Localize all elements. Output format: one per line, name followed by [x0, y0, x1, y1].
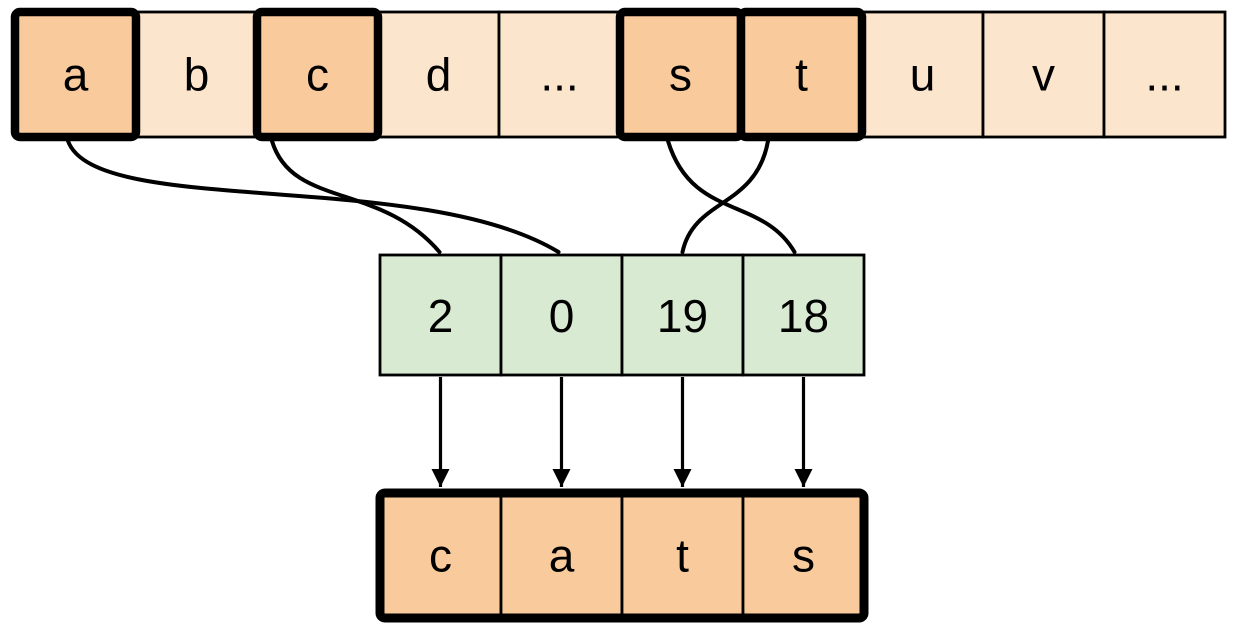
curve-t-to-19 [680, 139, 770, 254]
alphabet-cell-ellipsis [497, 10, 622, 139]
alphabet-cell-b [134, 10, 259, 139]
word-cell-label: t [676, 530, 689, 582]
word-row-outline [375, 488, 869, 623]
index-cell-19 [620, 253, 745, 377]
alphabet-cell-highlighted-a [10, 7, 141, 142]
index-cell-18 [741, 253, 866, 377]
alphabet-cell-label: c [306, 49, 329, 101]
alphabet-cell-label: ... [540, 49, 578, 101]
alphabet-cell-label: u [910, 49, 936, 101]
index-cell-label: 2 [428, 290, 454, 342]
curve-c-to-2 [270, 139, 442, 254]
alphabet-cell-label: v [1032, 49, 1055, 101]
index-cell-label: 18 [778, 290, 829, 342]
alphabet-cell-ellipsis [1102, 10, 1227, 139]
word-cell-label: a [549, 530, 575, 582]
index-cell-2 [378, 253, 503, 377]
alphabet-cell-v [981, 10, 1106, 139]
alphabet-cell-highlighted-t [736, 7, 867, 142]
curve-a-to-0 [66, 139, 561, 254]
word-cell-c [378, 491, 503, 620]
word-cell-label: s [792, 530, 815, 582]
word-cell-label: c [429, 530, 452, 582]
alphabet-cell-label: a [63, 49, 89, 101]
index-cell-label: 19 [657, 290, 708, 342]
alphabet-cell-d [376, 10, 501, 139]
alphabet-cell-label: s [669, 49, 692, 101]
alphabet-cell-label: t [795, 49, 808, 101]
curve-s-to-18 [666, 139, 797, 254]
alphabet-cell-label: ... [1145, 49, 1183, 101]
alphabet-cell-label: d [426, 49, 452, 101]
alphabet-cell-highlighted-c [252, 7, 383, 142]
index-cell-label: 0 [549, 290, 575, 342]
alphabet-cell-label: b [184, 49, 210, 101]
